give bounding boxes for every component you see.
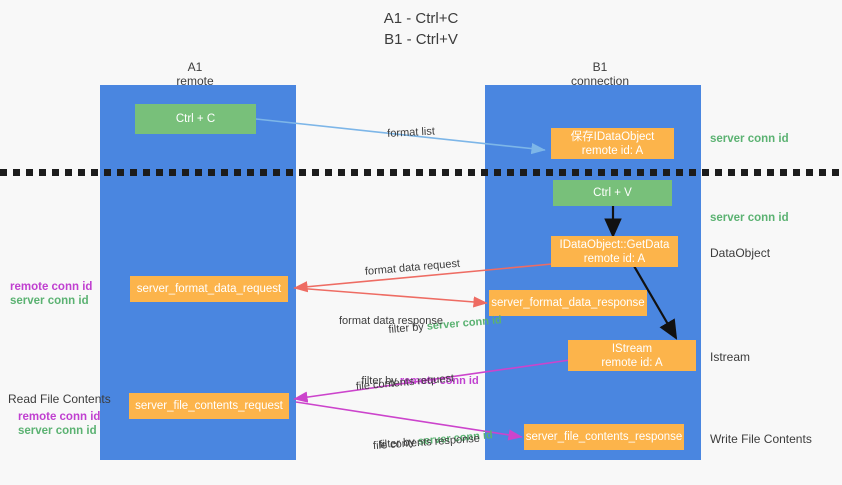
label-server-conn-id-1: server conn id (710, 133, 789, 145)
edge-label-format-data-response: format data response filter by remote co… (339, 284, 479, 434)
box-idataobject-getdata[interactable]: IDataObject::GetData remote id: A (551, 236, 678, 267)
box-save-idataobject[interactable]: 保存IDataObject remote id: A (551, 128, 674, 159)
column-header-a1: A1 remote (176, 60, 214, 88)
page-title: A1 - Ctrl+C B1 - Ctrl+V (383, 10, 459, 48)
box-server-file-contents-request[interactable]: server_file_contents_request (129, 393, 289, 419)
arrow-getdata-to-istream (633, 265, 678, 340)
edge-label-file-contents-response: file contents response filter by remote … (347, 401, 494, 485)
label-read-file-contents: Read File Contents (8, 392, 111, 406)
box-server-file-contents-response[interactable]: server_file_contents_response (524, 424, 684, 450)
label-istream: Istream (710, 350, 751, 364)
edge-label-file-contents-request-line1: file contents request (355, 372, 455, 393)
box-server-format-data-response[interactable]: server_format_data_response (489, 290, 647, 316)
filter-value-remote-conn-id: remote conn id (399, 375, 479, 387)
arrow-format-list (255, 118, 546, 155)
edge-label-format-list-text: format list (386, 125, 436, 140)
box-server-format-data-request[interactable]: server_format_data_request (130, 276, 288, 302)
edge-label-format-list: format list (374, 109, 436, 157)
arrow-file-contents-response (295, 401, 523, 441)
label-left-server-conn-id-1: server conn id (10, 295, 89, 307)
box-ctrl-c[interactable]: Ctrl + C (135, 104, 256, 134)
label-dataobject: DataObject (710, 246, 771, 260)
edge-label-format-data-request-line1: format data request (364, 257, 461, 278)
box-ctrl-v[interactable]: Ctrl + V (553, 180, 672, 206)
label-left-server-conn-id-2: server conn id (18, 425, 97, 437)
label-server-conn-id-2: server conn id (710, 212, 789, 224)
arrow-format-data-response (295, 287, 488, 308)
filter-by-text: filter by (361, 375, 400, 387)
edge-label-format-data-response-line2: filter by remote conn id (339, 359, 479, 404)
box-istream[interactable]: IStream remote id: A (568, 340, 696, 371)
label-write-file-contents: Write File Contents (710, 432, 812, 446)
edge-label-file-contents-response-line1: file contents response (372, 432, 481, 453)
edge-label-format-data-response-line1: format data response (339, 315, 443, 327)
label-left-remote-conn-id-1: remote conn id (10, 281, 93, 293)
column-header-b1: B1 connection (570, 60, 630, 88)
arrow-format-data-request (293, 263, 553, 293)
label-left-remote-conn-id-2: remote conn id (18, 411, 101, 423)
separator-dashed-line (0, 169, 842, 176)
arrow-file-contents-request (293, 359, 571, 403)
